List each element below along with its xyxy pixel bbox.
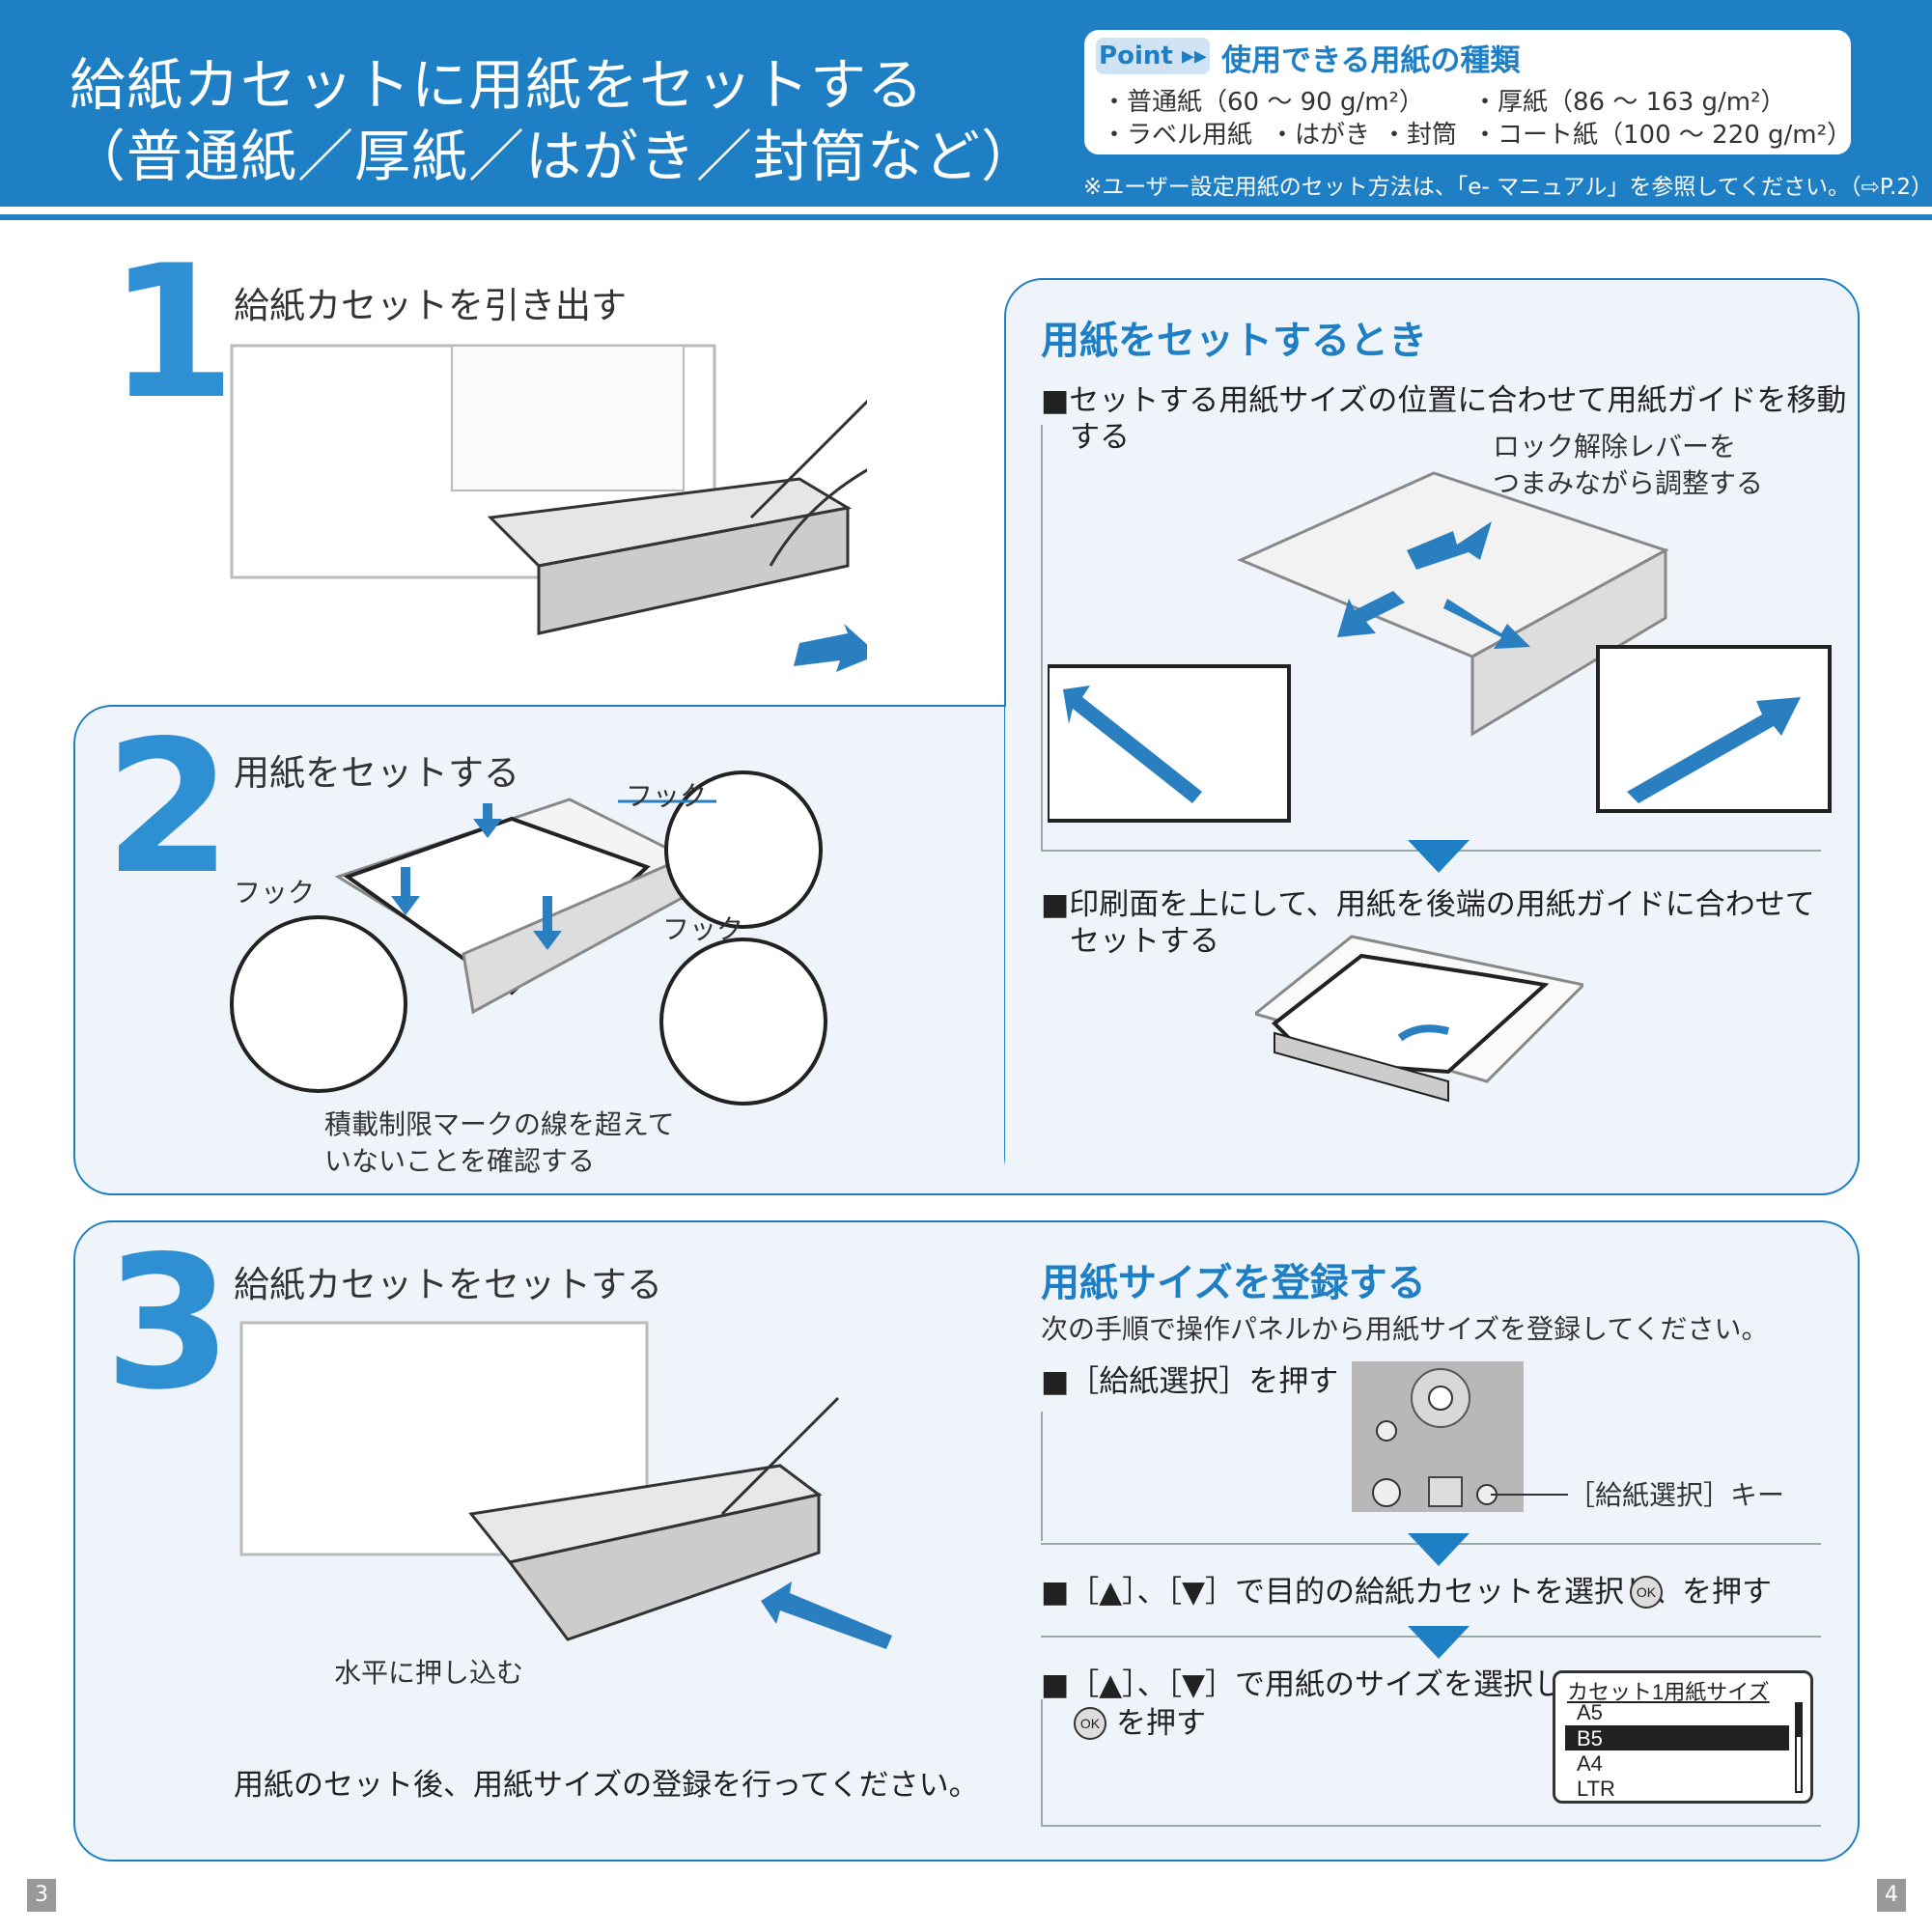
set-paper-inst1-line2: する xyxy=(1070,420,1130,455)
divider xyxy=(1041,1825,1821,1827)
limit-note-line1: 積載制限マークの線を超えて xyxy=(324,1108,675,1140)
hook-label: フック xyxy=(234,877,316,909)
step-number-1: 1 xyxy=(108,226,237,439)
set-paper-inst2-line2: セットする xyxy=(1070,924,1219,959)
step1-title: 給紙カセットを引き出す xyxy=(234,285,627,326)
lcd-item[interactable]: A5 xyxy=(1577,1700,1603,1724)
header-note: ※ユーザー設定用紙のセット方法は、「e- マニュアル」を参照してください。（⇨P… xyxy=(1083,175,1932,200)
point-item: ・普通紙（60 〜 90 g/m²） xyxy=(1102,88,1424,117)
step2-title: 用紙をセットする xyxy=(234,752,519,794)
point-heading: 使用できる用紙の種類 xyxy=(1221,43,1521,78)
set-paper-heading: 用紙をセットするとき xyxy=(1041,319,1427,363)
step-guide-line xyxy=(1041,1412,1043,1541)
point-item: ・ラベル用紙 xyxy=(1102,121,1253,150)
paper-load-illustration xyxy=(1255,935,1583,1103)
cassette-pull-illustration xyxy=(230,344,867,672)
set-paper-inst1-line1: ■セットする用紙サイズの位置に合わせて用紙ガイドを移動 xyxy=(1041,383,1847,418)
paper-guide-illustration xyxy=(1048,471,1832,823)
register-inst3-line2: を押す xyxy=(1116,1706,1206,1741)
key-leader-line xyxy=(1491,1494,1568,1496)
register-intro: 次の手順で操作パネルから用紙サイズを登録してください。 xyxy=(1041,1313,1769,1345)
step-guide-line xyxy=(1041,1699,1043,1827)
ok-button-icon: OK xyxy=(1630,1576,1663,1609)
flow-arrow xyxy=(1408,1533,1470,1566)
panel-seam xyxy=(1005,707,1044,1193)
lever-note-line1: ロック解除レバーを xyxy=(1493,431,1737,462)
point-item: ・はがき xyxy=(1270,121,1371,150)
hook-label: フック xyxy=(626,780,708,812)
lcd-item-selected[interactable]: B5 xyxy=(1577,1726,1603,1750)
lcd-screen: カセット1用紙サイズ A5 B5 A4 LTR xyxy=(1553,1670,1813,1804)
flow-arrow xyxy=(1408,840,1470,873)
point-item: ・コート紙（100 〜 220 g/m²） xyxy=(1472,121,1853,150)
point-badge: Point ▸▸ xyxy=(1096,38,1210,74)
step-guide-line xyxy=(1041,425,1043,850)
register-inst1: ■［給紙選択］を押す xyxy=(1041,1364,1339,1399)
lcd-scroll-thumb xyxy=(1795,1702,1803,1737)
limit-note-line2: いないことを確認する xyxy=(324,1145,596,1177)
push-label: 水平に押し込む xyxy=(334,1657,524,1689)
lcd-title: カセット1用紙サイズ xyxy=(1567,1680,1770,1704)
ok-button-icon: OK xyxy=(1074,1707,1106,1740)
page-number-right: 4 xyxy=(1877,1879,1906,1912)
header-rule xyxy=(0,214,1932,220)
register-heading: 用紙サイズを登録する xyxy=(1041,1261,1426,1305)
point-box: Point ▸▸ 使用できる用紙の種類 ・普通紙（60 〜 90 g/m²） ・… xyxy=(1081,27,1854,157)
control-panel-image xyxy=(1352,1361,1524,1512)
point-item: ・厚紙（86 〜 163 g/m²） xyxy=(1472,88,1786,117)
lever-note-line2: つまみながら調整する xyxy=(1493,467,1764,499)
register-inst2: ■［▲］、［▼］で目的の給紙カセットを選択し、 xyxy=(1041,1575,1684,1610)
after-note: 用紙のセット後、用紙サイズの登録を行ってください。 xyxy=(234,1768,979,1803)
hook-label: フック xyxy=(662,913,744,945)
set-paper-inst2-line1: ■印刷面を上にして、用紙を後端の用紙ガイドに合わせて xyxy=(1041,887,1815,922)
page-number-left: 3 xyxy=(27,1879,56,1912)
step-number-3: 3 xyxy=(104,1217,233,1430)
page-title-line2: （普通紙／厚紙／はがき／封筒など） xyxy=(70,124,1039,189)
register-inst2-tail: を押す xyxy=(1682,1575,1772,1610)
cassette-insert-illustration xyxy=(239,1321,892,1649)
point-item: ・封筒 xyxy=(1382,121,1458,150)
feed-select-key-label[interactable]: ［給紙選択］キー xyxy=(1568,1479,1785,1511)
lcd-item[interactable]: LTR xyxy=(1577,1777,1615,1801)
lcd-item[interactable]: A4 xyxy=(1577,1751,1603,1776)
step3-title: 給紙カセットをセットする xyxy=(234,1264,662,1305)
register-inst3-line1: ■［▲］、［▼］で用紙のサイズを選択し、 xyxy=(1041,1667,1594,1702)
step-number-2: 2 xyxy=(104,701,233,914)
flow-arrow xyxy=(1408,1626,1470,1659)
page-title-line1: 給紙カセットに用紙をセットする xyxy=(70,52,925,118)
paper-set-illustration xyxy=(230,770,827,1106)
lcd-selection-bar xyxy=(1565,1725,1789,1750)
